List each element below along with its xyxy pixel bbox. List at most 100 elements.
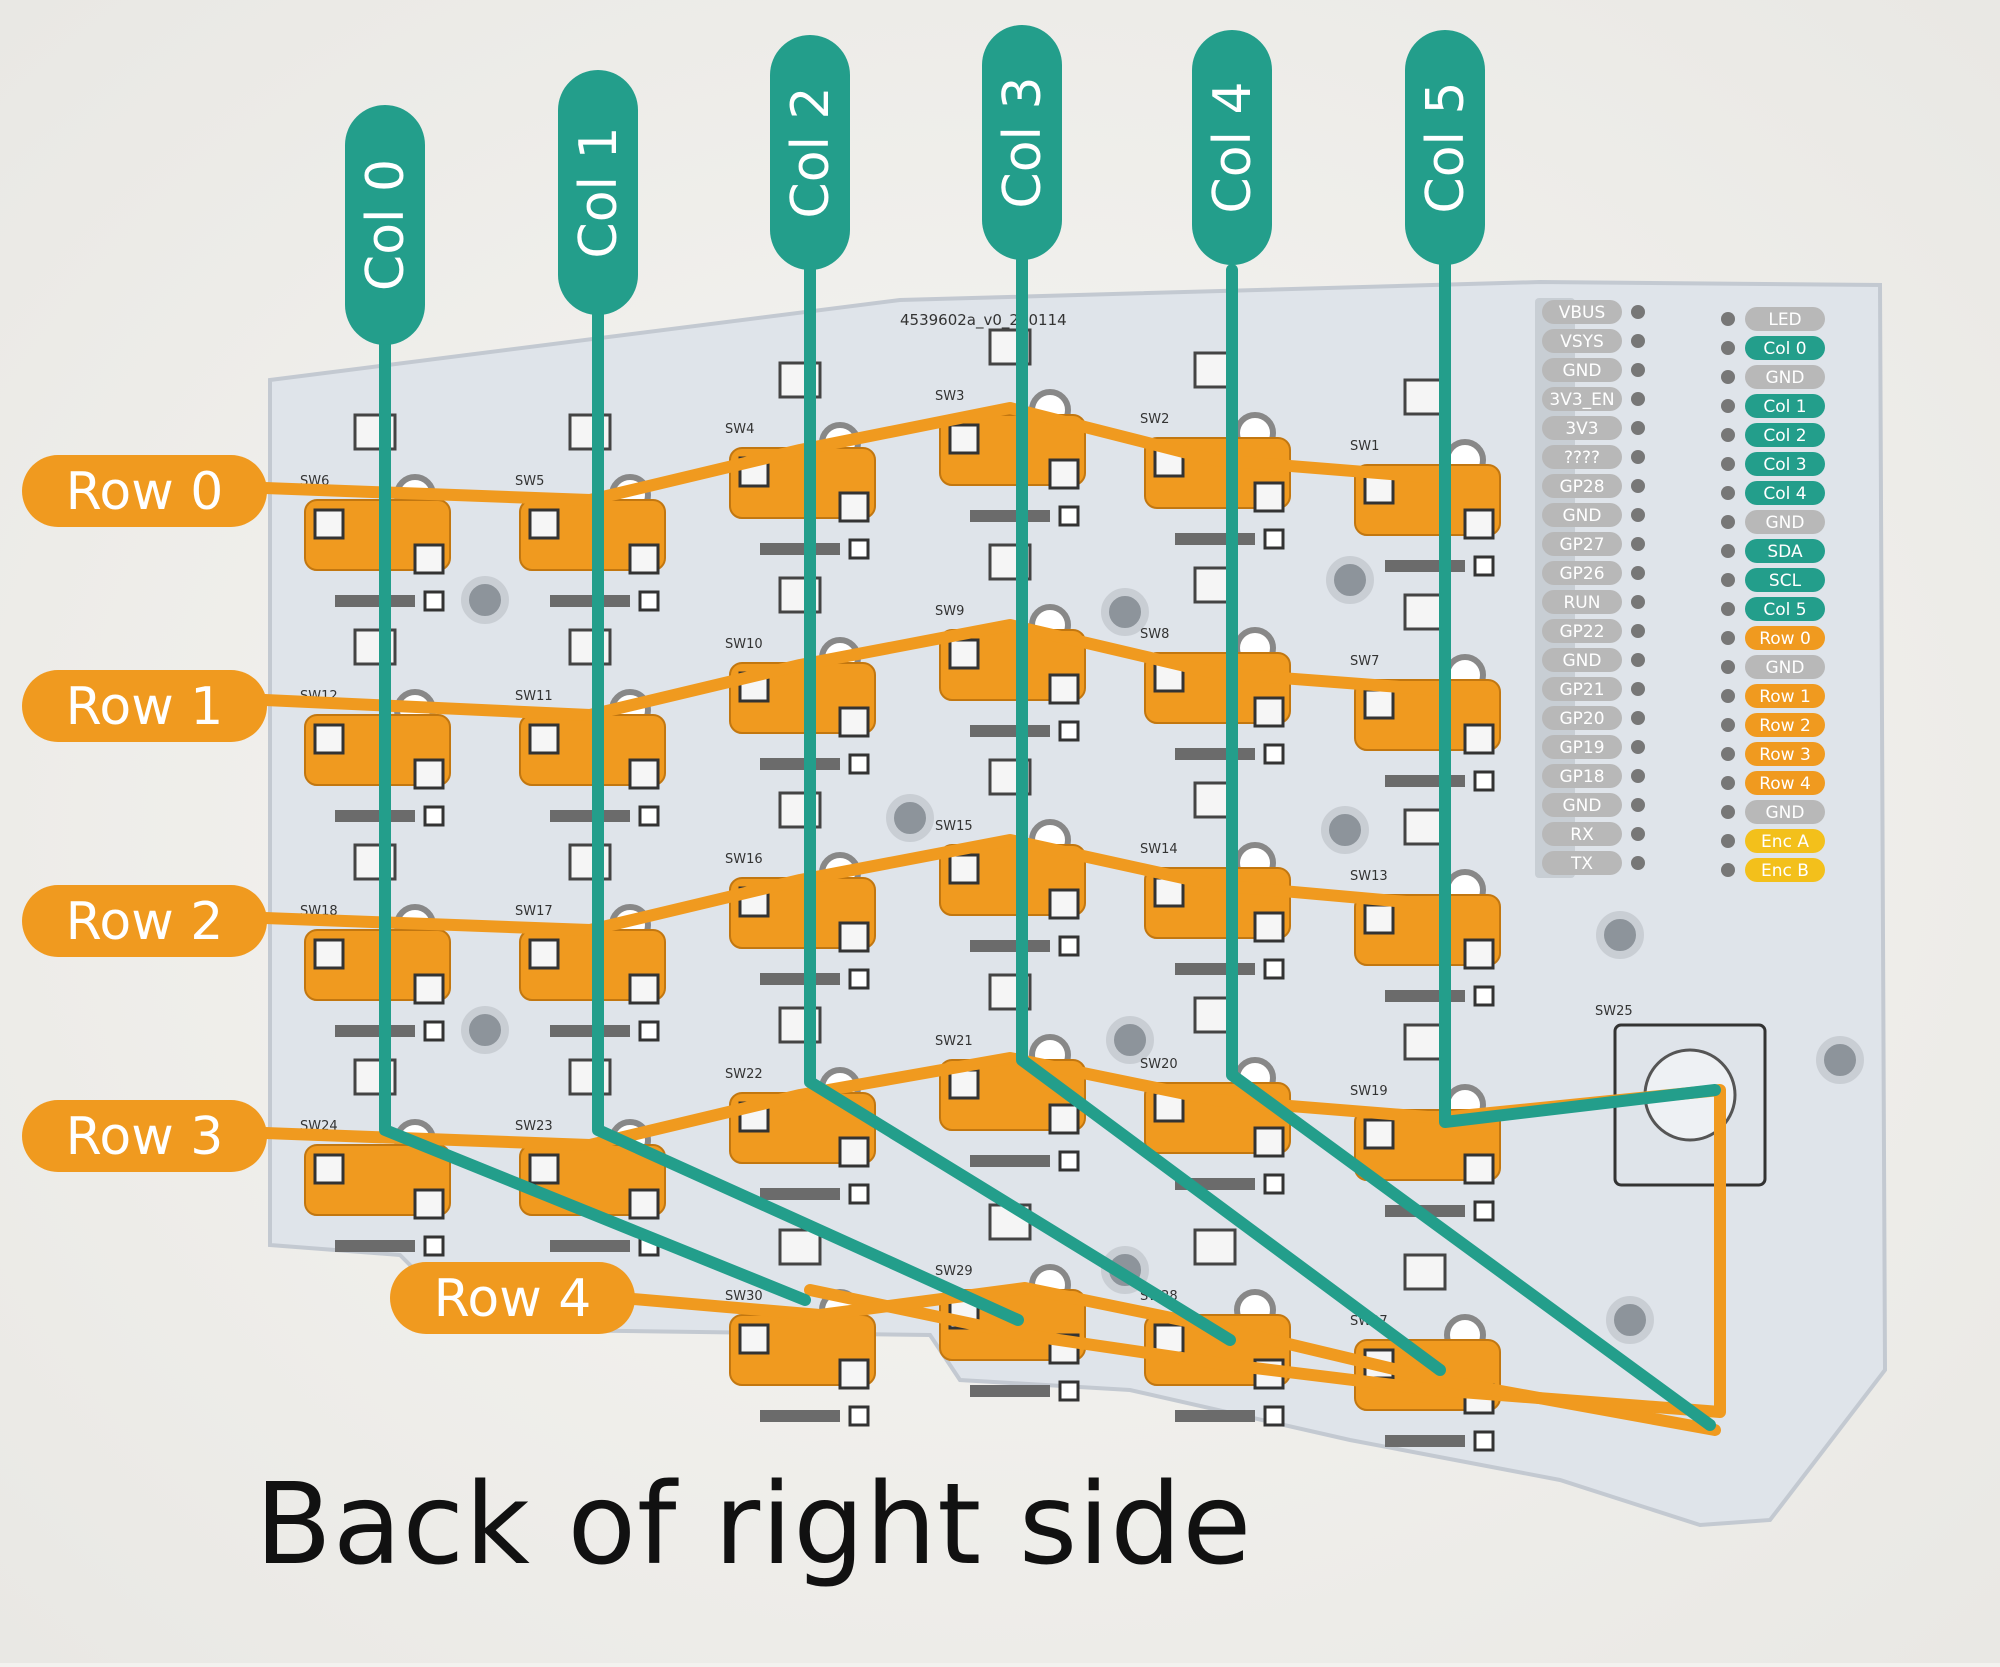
pin-pad xyxy=(1631,450,1645,464)
pin-pad xyxy=(1631,653,1645,667)
switch-label: SW7 xyxy=(1350,654,1379,669)
pin-badge xyxy=(1745,365,1825,389)
pico-pin-right: Col 2 xyxy=(1721,423,1825,447)
switch-label: SW5 xyxy=(515,474,544,489)
column-label-text: Col 5 xyxy=(1416,81,1476,213)
pico-pin-right: Enc A xyxy=(1721,829,1825,853)
pico-pin-left: GP21 xyxy=(1542,677,1645,701)
diode-pad xyxy=(423,805,445,827)
socket-pad xyxy=(1463,723,1495,755)
pin-badge xyxy=(1542,300,1622,324)
key-switch-footprint: SW3 xyxy=(935,328,1086,527)
mounting-hole xyxy=(1606,1296,1654,1344)
pico-pin-right: Row 4 xyxy=(1721,771,1825,795)
row-4-wire xyxy=(604,1282,1721,1436)
socket-pad xyxy=(948,638,980,670)
row-label-text: Row 1 xyxy=(66,677,224,737)
pico-pin-right: Row 3 xyxy=(1721,742,1825,766)
socket-pad xyxy=(1048,888,1080,920)
column-pill xyxy=(1405,30,1485,265)
diode-footprint xyxy=(550,595,630,607)
pin-label: Enc A xyxy=(1761,832,1809,852)
pin-label: GP27 xyxy=(1559,535,1604,555)
column-pill xyxy=(982,25,1062,260)
pico-pin-left: GP27 xyxy=(1542,532,1645,556)
mounting-hole xyxy=(1101,588,1149,636)
socket-pad xyxy=(1048,1103,1080,1135)
socket-pad xyxy=(628,973,660,1005)
socket-pad xyxy=(628,1188,660,1220)
diode-footprint xyxy=(970,725,1050,737)
column-label-4: Col 4 xyxy=(1192,30,1272,265)
diode-footprint xyxy=(335,595,415,607)
diode-footprint xyxy=(1385,775,1465,787)
pin-badge xyxy=(1542,590,1622,614)
diode-footprint xyxy=(760,973,840,985)
pin-badge xyxy=(1542,851,1622,875)
pin-label: Col 3 xyxy=(1763,455,1806,475)
diode-pad xyxy=(848,538,870,560)
column-label-1: Col 1 xyxy=(558,70,638,315)
row-label-text: Row 3 xyxy=(66,1107,224,1167)
pin-label: GND xyxy=(1563,361,1602,381)
pin-badge xyxy=(1542,387,1622,411)
pico-pin-right: Col 0 xyxy=(1721,336,1825,360)
pin-pad xyxy=(1631,740,1645,754)
column-label-text: Col 0 xyxy=(356,159,416,291)
row-label-0: Row 0 xyxy=(22,455,267,527)
pin-label: 3V3 xyxy=(1565,419,1598,439)
pico-pin-left: GND xyxy=(1542,648,1645,672)
pico-pin-right: GND xyxy=(1721,655,1825,679)
col-0-wire xyxy=(379,284,811,1306)
pin-label: Col 0 xyxy=(1763,339,1806,359)
socket-pad xyxy=(838,921,870,953)
socket-pad xyxy=(528,723,560,755)
col-2-wire xyxy=(804,264,1236,1346)
row-label-text: Row 4 xyxy=(434,1269,592,1329)
diode-footprint xyxy=(1385,1435,1465,1447)
pin-badge xyxy=(1542,735,1622,759)
pin-pad xyxy=(1721,515,1735,529)
pin-label: Col 2 xyxy=(1763,426,1806,446)
pin-badge xyxy=(1745,452,1825,476)
diode-pad xyxy=(1473,985,1495,1007)
pin-label: Row 0 xyxy=(1759,629,1811,649)
socket-pad xyxy=(413,973,445,1005)
pin-pad xyxy=(1631,595,1645,609)
pin-label: GP19 xyxy=(1559,738,1604,758)
pico-pin-left: GP22 xyxy=(1542,619,1645,643)
pin-badge xyxy=(1542,474,1622,498)
pico-header xyxy=(1535,298,1575,878)
socket-pad xyxy=(528,938,560,970)
socket-pad xyxy=(313,508,345,540)
pin-pad xyxy=(1631,682,1645,696)
diode-pad xyxy=(1058,505,1080,527)
pin-pad xyxy=(1721,689,1735,703)
pin-badge xyxy=(1542,677,1622,701)
pin-label: TX xyxy=(1570,854,1593,874)
pin-pad xyxy=(1631,421,1645,435)
diode-pad xyxy=(1058,935,1080,957)
pin-pad xyxy=(1721,457,1735,471)
socket-pad xyxy=(1463,1153,1495,1185)
pin-label: Row 1 xyxy=(1759,687,1811,707)
pico-pin-right: Col 5 xyxy=(1721,597,1825,621)
socket-pad xyxy=(1048,673,1080,705)
pin-pad xyxy=(1721,399,1735,413)
col-4-wire xyxy=(1226,264,1716,1431)
mounting-hole xyxy=(1816,1036,1864,1084)
pin-label: GP22 xyxy=(1559,622,1604,642)
diode-footprint xyxy=(1175,533,1255,545)
column-pill xyxy=(345,105,425,345)
pico-pin-left: RUN xyxy=(1542,590,1645,614)
diode-pad xyxy=(848,1405,870,1427)
diode-footprint xyxy=(970,1385,1050,1397)
pin-label: SDA xyxy=(1767,542,1803,562)
diode-pad xyxy=(638,805,660,827)
diode-footprint xyxy=(760,758,840,770)
pin-pad xyxy=(1631,566,1645,580)
pin-label: ???? xyxy=(1564,448,1600,468)
pin-label: SCL xyxy=(1769,571,1802,591)
pico-pin-right: GND xyxy=(1721,365,1825,389)
